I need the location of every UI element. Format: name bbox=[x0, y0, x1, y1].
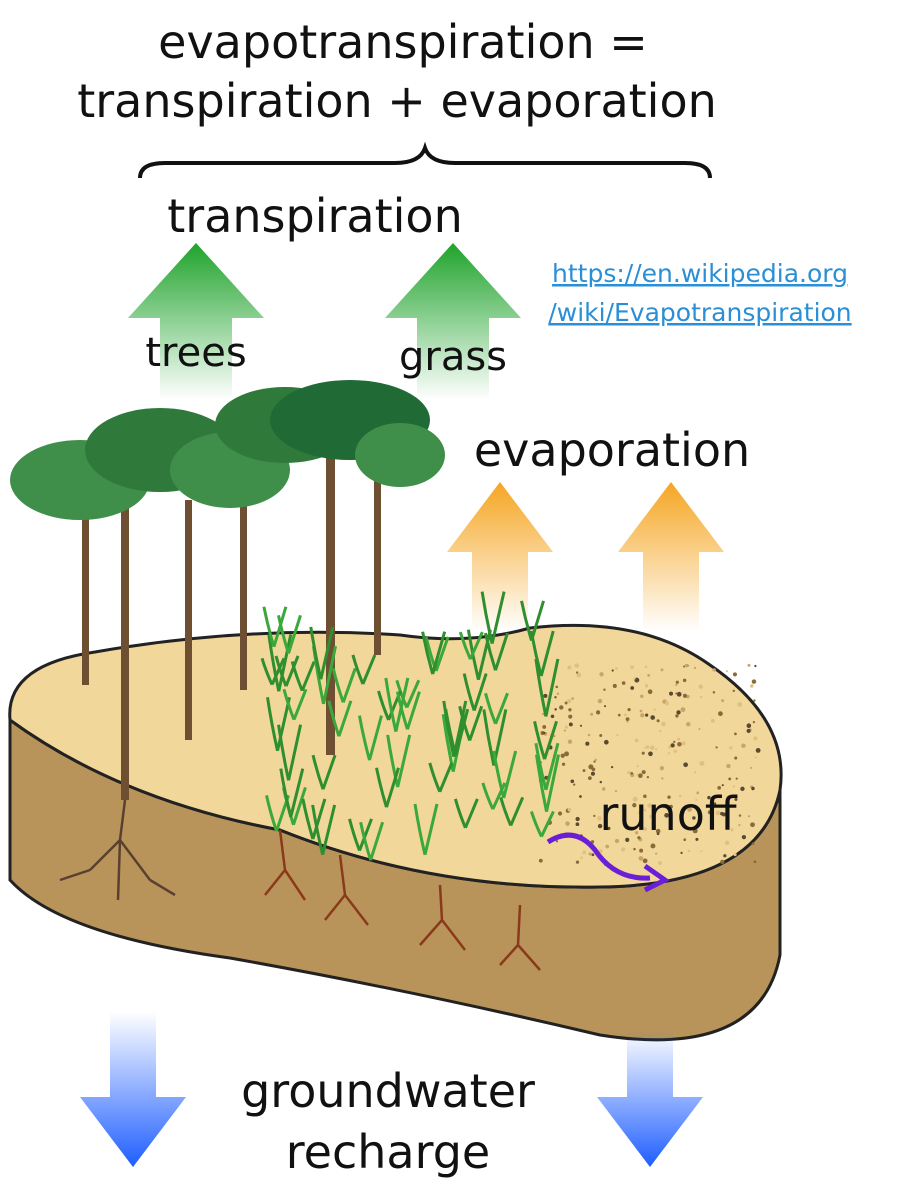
transpiration-label: transpiration bbox=[167, 189, 462, 243]
groundwater-arrow-left bbox=[80, 1012, 186, 1167]
runoff-label: runoff bbox=[599, 787, 737, 841]
title-line-2: transpiration + evaporation bbox=[77, 74, 717, 128]
trees-label: trees bbox=[145, 330, 246, 376]
groundwater-label-line-2: recharge bbox=[286, 1125, 490, 1179]
evaporation-arrow-left bbox=[447, 482, 553, 632]
runoff-arrow bbox=[546, 832, 651, 881]
source-link-line-1[interactable]: https://en.wikipedia.org bbox=[552, 259, 848, 288]
evaporation-label: evaporation bbox=[474, 423, 750, 477]
grass bbox=[260, 591, 560, 861]
grass-label: grass bbox=[399, 334, 507, 380]
trees-transpiration-arrow bbox=[128, 243, 264, 400]
grass-transpiration-arrow bbox=[385, 243, 521, 400]
curly-brace bbox=[138, 141, 712, 179]
runoff-arrowhead bbox=[643, 863, 670, 893]
groundwater-arrow-right bbox=[597, 1030, 703, 1167]
title-line-1: evapotranspiration = bbox=[158, 15, 648, 69]
roots bbox=[59, 799, 541, 971]
evaporation-arrow-right bbox=[618, 482, 724, 632]
groundwater-label-line-1: groundwater bbox=[241, 1064, 535, 1118]
trees bbox=[10, 380, 445, 800]
soil-block-top bbox=[8, 623, 783, 889]
source-link-line-2[interactable]: /wiki/Evapotranspiration bbox=[548, 298, 851, 327]
sand-speckles bbox=[538, 663, 761, 866]
